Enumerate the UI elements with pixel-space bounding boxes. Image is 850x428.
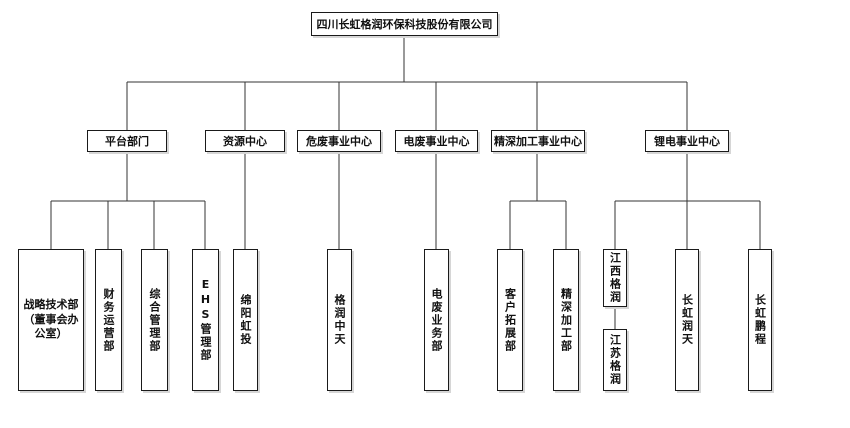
dept-electronic-waste: 电废事业中心 — [395, 130, 478, 152]
node-label: 电废业务部 — [430, 287, 443, 353]
node-label: 战略技术部（董事会办公室） — [23, 297, 79, 341]
unit-jiangxi-gerun: 江西格润 — [603, 249, 627, 307]
unit-gerun-zhongtian: 格润中天 — [327, 249, 352, 391]
node-label: 危废事业中心 — [306, 135, 372, 148]
node-label: 四川长虹格润环保科技股份有限公司 — [316, 18, 493, 31]
root-node: 四川长虹格润环保科技股份有限公司 — [311, 12, 498, 36]
unit-strategy-tech: 战略技术部（董事会办公室） — [18, 249, 84, 391]
node-label: 江苏格润 — [608, 334, 622, 386]
dept-hazardous-waste: 危废事业中心 — [297, 130, 381, 152]
unit-jiangsu-gerun: 江苏格润 — [603, 329, 627, 391]
node-label: 平台部门 — [105, 135, 149, 148]
dept-platform: 平台部门 — [87, 130, 167, 152]
unit-changhong-pengcheng: 长虹鹏程 — [748, 249, 772, 391]
node-label: 江西格润 — [608, 252, 622, 304]
node-label: 客户拓展部 — [503, 287, 517, 353]
node-label: 精深加工事业中心 — [494, 135, 582, 148]
unit-deep-processing: 精深加工部 — [553, 249, 579, 391]
node-label: 绵阳虹投 — [239, 294, 252, 346]
unit-general-admin: 综合管理部 — [141, 249, 168, 391]
unit-mianyang-hongtou: 绵阳虹投 — [233, 249, 258, 391]
unit-changhong-runtian: 长虹润天 — [675, 249, 699, 391]
node-label: 综合管理部 — [148, 287, 161, 353]
node-label: 格润中天 — [333, 294, 346, 346]
node-label: 财务运营部 — [102, 287, 115, 353]
node-label: 电废事业中心 — [403, 135, 470, 148]
unit-ewaste-business: 电废业务部 — [424, 249, 449, 391]
dept-resource: 资源中心 — [205, 130, 285, 152]
node-label: 长虹润天 — [680, 294, 694, 346]
node-label: EHS管理部 — [199, 278, 212, 362]
unit-ehs-admin: EHS管理部 — [192, 249, 219, 391]
node-label: 长虹鹏程 — [753, 294, 767, 346]
unit-customer-expansion: 客户拓展部 — [497, 249, 523, 391]
unit-finance-ops: 财务运营部 — [95, 249, 122, 391]
dept-deep-processing: 精深加工事业中心 — [491, 130, 585, 152]
node-label: 资源中心 — [223, 135, 267, 148]
dept-lithium: 锂电事业中心 — [645, 130, 729, 152]
node-label: 精深加工部 — [559, 287, 573, 353]
node-label: 锂电事业中心 — [654, 135, 720, 148]
